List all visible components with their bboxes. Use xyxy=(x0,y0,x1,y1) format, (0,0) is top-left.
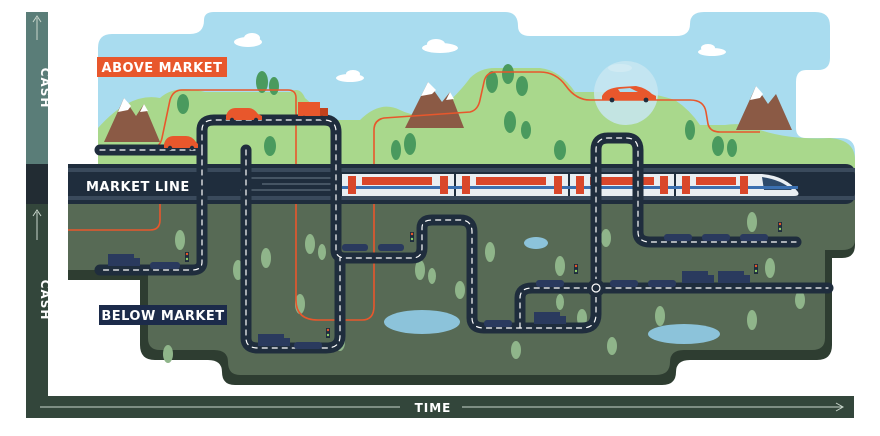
orange-car xyxy=(164,136,198,151)
pond xyxy=(524,237,548,249)
tree xyxy=(404,133,416,155)
traffic-light-icon xyxy=(185,252,189,262)
sports-car xyxy=(602,86,656,103)
market-line-rail xyxy=(68,196,855,200)
tree xyxy=(269,77,279,95)
tree xyxy=(391,140,401,160)
tree xyxy=(712,136,724,156)
tree xyxy=(516,76,528,96)
train xyxy=(342,174,799,196)
above-market-region xyxy=(98,12,855,176)
market-line-text: MARKET LINE xyxy=(86,180,190,195)
mountains xyxy=(104,82,792,142)
y-axis-top-label: CASH xyxy=(38,68,52,109)
traffic-light-icon xyxy=(574,264,578,274)
market-line-rail xyxy=(68,168,855,172)
tree xyxy=(521,121,531,139)
tree xyxy=(727,139,737,157)
traffic-light-icon xyxy=(778,222,782,232)
y-axis-bottom-label: CASH xyxy=(38,280,52,321)
tree xyxy=(256,71,268,93)
vehicles-above xyxy=(164,86,656,151)
navy-truck xyxy=(534,312,566,324)
tree xyxy=(264,136,276,156)
navy-car xyxy=(536,280,564,287)
value-line xyxy=(295,71,760,321)
pond xyxy=(384,310,460,334)
tree xyxy=(502,64,514,84)
traffic-light-icon xyxy=(326,328,330,338)
train-windows xyxy=(362,177,736,185)
train-stripe xyxy=(342,186,798,189)
navy-car xyxy=(294,342,322,349)
tree xyxy=(486,71,498,93)
x-axis-bar xyxy=(26,396,854,418)
orange-car xyxy=(226,108,262,123)
train-doors xyxy=(348,176,748,194)
navy-car xyxy=(378,244,404,251)
navy-car xyxy=(610,280,638,287)
road-markings xyxy=(99,119,829,349)
tree xyxy=(177,94,189,114)
navy-car xyxy=(150,262,180,269)
x-axis-arrow-icon xyxy=(835,402,845,412)
roundabout-marking xyxy=(591,283,601,293)
navy-truck xyxy=(682,271,714,283)
navy-car xyxy=(342,244,368,251)
below-market-label-bg xyxy=(99,305,227,325)
navy-car xyxy=(648,280,676,287)
value-line xyxy=(68,200,161,231)
speed-lines xyxy=(240,177,340,191)
x-axis-label: TIME xyxy=(415,401,452,415)
y-axis-lower-arrow-icon xyxy=(32,209,42,217)
above-market-text: ABOVE MARKET xyxy=(102,61,223,76)
tree xyxy=(554,140,566,160)
traffic-light-icon xyxy=(410,232,414,242)
traffic-lights xyxy=(185,222,782,338)
above-market-label-bg xyxy=(97,57,227,77)
axes-frame xyxy=(26,12,854,418)
market-line-band xyxy=(68,164,855,204)
hills xyxy=(98,68,855,176)
traffic-light-icon xyxy=(754,264,758,274)
tree xyxy=(685,120,695,140)
y-axis-arrow-icon xyxy=(32,15,42,23)
below-market-label: BELOW MARKET xyxy=(99,305,227,325)
below-market-text: BELOW MARKET xyxy=(101,309,224,324)
above-market-label: ABOVE MARKET xyxy=(97,57,227,77)
navy-car xyxy=(484,320,512,327)
roundabout xyxy=(587,279,605,297)
navy-truck xyxy=(718,271,750,283)
vehicles-below xyxy=(108,234,768,349)
navy-truck xyxy=(258,334,290,346)
pond xyxy=(648,324,720,344)
navy-car xyxy=(664,234,692,241)
y-axis-market-band xyxy=(26,164,48,204)
tree xyxy=(504,111,516,133)
orange-truck xyxy=(298,102,328,121)
y-axis-upper-bar xyxy=(26,12,48,164)
navy-truck xyxy=(108,254,140,266)
mountain xyxy=(736,86,792,130)
navy-car xyxy=(702,234,730,241)
navy-car xyxy=(740,234,768,241)
roads xyxy=(94,114,834,354)
